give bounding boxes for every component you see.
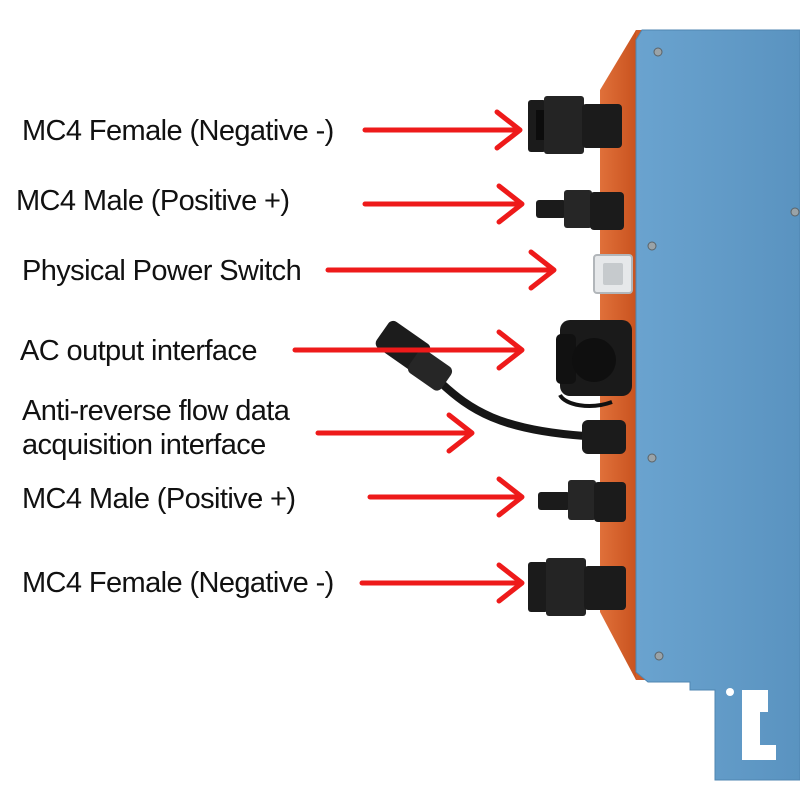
label-anti-reverse-line1: Anti-reverse flow data xyxy=(22,395,290,427)
label-anti-reverse-line2: acquisition interface xyxy=(22,429,266,461)
anti-reverse-cable xyxy=(375,320,626,454)
ac-output-cap xyxy=(556,320,632,408)
arrow-mc4-male-bottom xyxy=(367,476,525,518)
label-mc4-male-bottom: MC4 Male (Positive +) xyxy=(22,483,296,515)
callout-arrows xyxy=(292,109,557,604)
mc4-male-top-connector xyxy=(536,190,624,230)
mc4-male-bottom-connector xyxy=(538,480,626,522)
mc4-female-top-connector xyxy=(528,96,622,154)
power-switch xyxy=(593,254,633,294)
arrow-ac-output xyxy=(292,329,525,371)
mounting-tab xyxy=(726,688,776,760)
label-ac-output: AC output interface xyxy=(20,335,257,367)
arrow-mc4-female-top xyxy=(362,109,523,151)
arrow-anti-reverse xyxy=(315,412,475,454)
arrow-power-switch xyxy=(325,249,557,291)
label-mc4-male-top: MC4 Male (Positive +) xyxy=(16,185,290,217)
label-power-switch: Physical Power Switch xyxy=(22,255,302,287)
arrow-mc4-male-top xyxy=(362,183,525,225)
arrow-mc4-female-bottom xyxy=(359,562,525,604)
inverter-front-face xyxy=(635,29,800,781)
screws xyxy=(647,47,800,661)
label-mc4-female-top: MC4 Female (Negative -) xyxy=(22,115,334,147)
label-mc4-female-bottom: MC4 Female (Negative -) xyxy=(22,567,334,599)
mc4-female-bottom-connector xyxy=(528,558,626,616)
label-anti-reverse: Anti-reverse flow data acquisition inter… xyxy=(22,394,290,462)
